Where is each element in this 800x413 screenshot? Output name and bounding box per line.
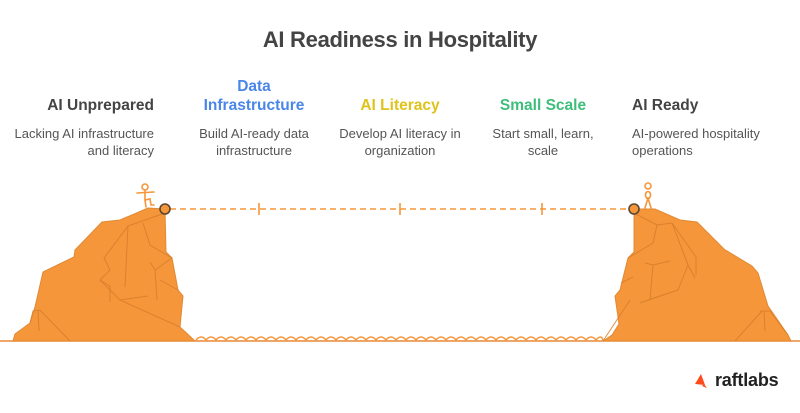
stage-heading: Data Infrastructure: [185, 77, 323, 115]
stage-description-line: Build AI-ready data: [199, 126, 309, 141]
stage-ai-ready: AI Ready AI-powered hospitality operatio…: [632, 96, 800, 159]
stage-description-line: organization: [364, 143, 436, 158]
wave-icon: [195, 336, 604, 342]
stage-description-line: scale: [527, 143, 559, 158]
stage-description-line: and literacy: [87, 143, 154, 158]
start-node-icon: [159, 203, 171, 215]
stage-description: Develop AI literacy in organization: [335, 125, 465, 159]
raftlabs-logo: raftlabs: [693, 370, 779, 391]
stage-heading: AI Ready: [632, 97, 699, 114]
stage-heading: AI Unprepared: [47, 97, 154, 114]
stage-description: Lacking AI infrastructure and literacy: [0, 125, 154, 159]
stage-description: AI-powered hospitality operations: [632, 125, 800, 159]
logo-wordmark: raftlabs: [715, 370, 779, 390]
stage-description-line: infrastructure: [216, 143, 292, 158]
standing-person-icon: [644, 182, 652, 209]
balancing-person-icon: [136, 183, 155, 208]
left-cliff: [12, 207, 197, 342]
stage-description-line: operations: [632, 143, 693, 158]
end-node-icon: [628, 203, 640, 215]
stage-small-scale: Small Scale Start small, learn, scale: [478, 96, 608, 159]
stage-heading: AI Literacy: [360, 97, 440, 114]
stage-description-line: Start small, learn,: [492, 126, 594, 141]
diagram-title: AI Readiness in Hospitality: [262, 27, 538, 52]
stage-description: Start small, learn, scale: [478, 125, 608, 159]
stage-ai-literacy: AI Literacy Develop AI literacy in organ…: [335, 96, 465, 159]
stage-description-line: Lacking AI infrastructure: [14, 126, 154, 141]
stage-description: Build AI-ready data infrastructure: [185, 125, 323, 159]
raftlabs-logo-icon: [695, 373, 707, 388]
stage-ai-unprepared: AI Unprepared Lacking AI infrastructure …: [0, 96, 154, 159]
stage-data-infrastructure: Data Infrastructure Build AI-ready data …: [185, 77, 323, 159]
stage-heading-line: Infrastructure: [203, 97, 305, 114]
stage-description-line: Develop AI literacy in: [339, 126, 461, 141]
right-cliff: [601, 208, 792, 342]
stage-heading: Small Scale: [499, 97, 587, 114]
stage-description-line: AI-powered hospitality: [632, 126, 760, 141]
stage-heading-line: Data: [237, 78, 271, 95]
